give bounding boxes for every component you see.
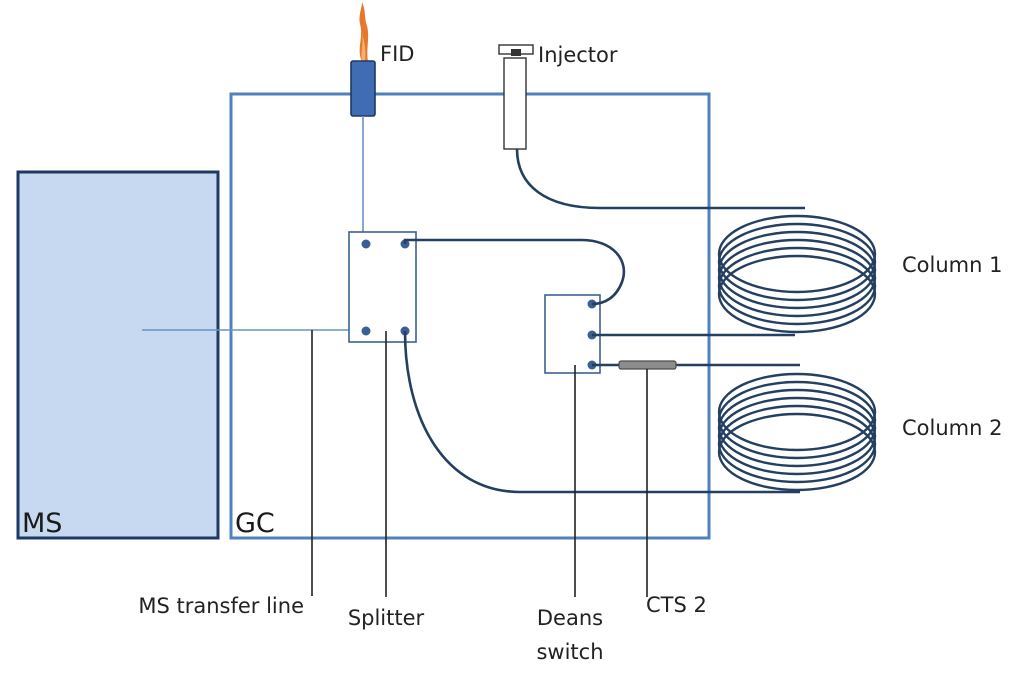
injector-body — [503, 57, 527, 150]
column1-label: Column 1 — [902, 253, 1002, 277]
splitter-label: Splitter — [348, 606, 425, 630]
column1-coil — [717, 214, 877, 334]
cts2-trap — [618, 360, 677, 370]
splitter-to-column2-tube — [403, 330, 800, 494]
fid-flame-icon — [359, 2, 369, 62]
column2-label: Column 2 — [902, 416, 1002, 440]
deans-switch-label-line1: Deans — [537, 606, 603, 630]
gc-label: GC — [235, 508, 275, 539]
ms-box — [16, 170, 220, 540]
fid-flame-core-icon — [361, 34, 366, 62]
injector-knob — [511, 49, 521, 56]
injector-label: Injector — [538, 43, 618, 67]
splitter-box — [348, 231, 417, 343]
splitter-to-deans-tube — [403, 238, 626, 306]
deans-switch-label-line2: switch — [536, 640, 603, 664]
gc-oven-box — [229, 92, 711, 540]
ms-label: MS — [22, 508, 62, 539]
splitter-port-tl — [361, 239, 371, 249]
fid-label: FID — [380, 42, 414, 66]
fid-detector — [350, 60, 376, 117]
cts2-label: CTS 2 — [646, 593, 707, 617]
column2-coil — [717, 372, 877, 492]
injector-to-column1-tube — [515, 148, 805, 210]
splitter-port-bl — [361, 326, 371, 336]
ms-transfer-line-label: MS transfer line — [138, 594, 304, 618]
